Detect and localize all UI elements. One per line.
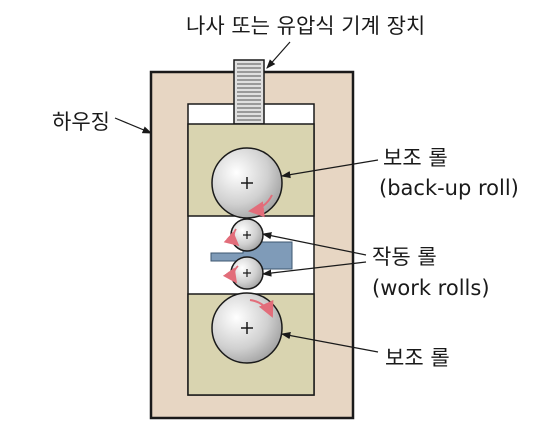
label-work-rolls: 작동 롤 — [372, 245, 437, 269]
backup-roll-bottom — [211, 292, 283, 364]
label-backup-roll-top-en: (back-up roll) — [379, 176, 519, 200]
leader-backup-top — [280, 159, 379, 179]
leader-work-top — [261, 232, 367, 256]
label-backup-roll-bottom: 보조 롤 — [385, 346, 450, 370]
work-roll-top — [223, 218, 264, 252]
label-backup-roll-top: 보조 롤 — [383, 146, 448, 170]
leader-backup-bottom — [280, 332, 379, 353]
leader-housing — [114, 117, 153, 134]
backup-roll-top — [211, 147, 283, 219]
label-work-rolls-en: (work rolls) — [372, 276, 490, 300]
leader-work-bottom — [261, 261, 367, 277]
screw-mechanism — [233, 59, 265, 125]
leader-screw — [266, 41, 291, 69]
label-screw-mechanism: 나사 또는 유압식 기계 장치 — [186, 14, 426, 38]
work-roll-bottom — [222, 256, 264, 290]
label-housing: 하우징 — [52, 110, 110, 134]
